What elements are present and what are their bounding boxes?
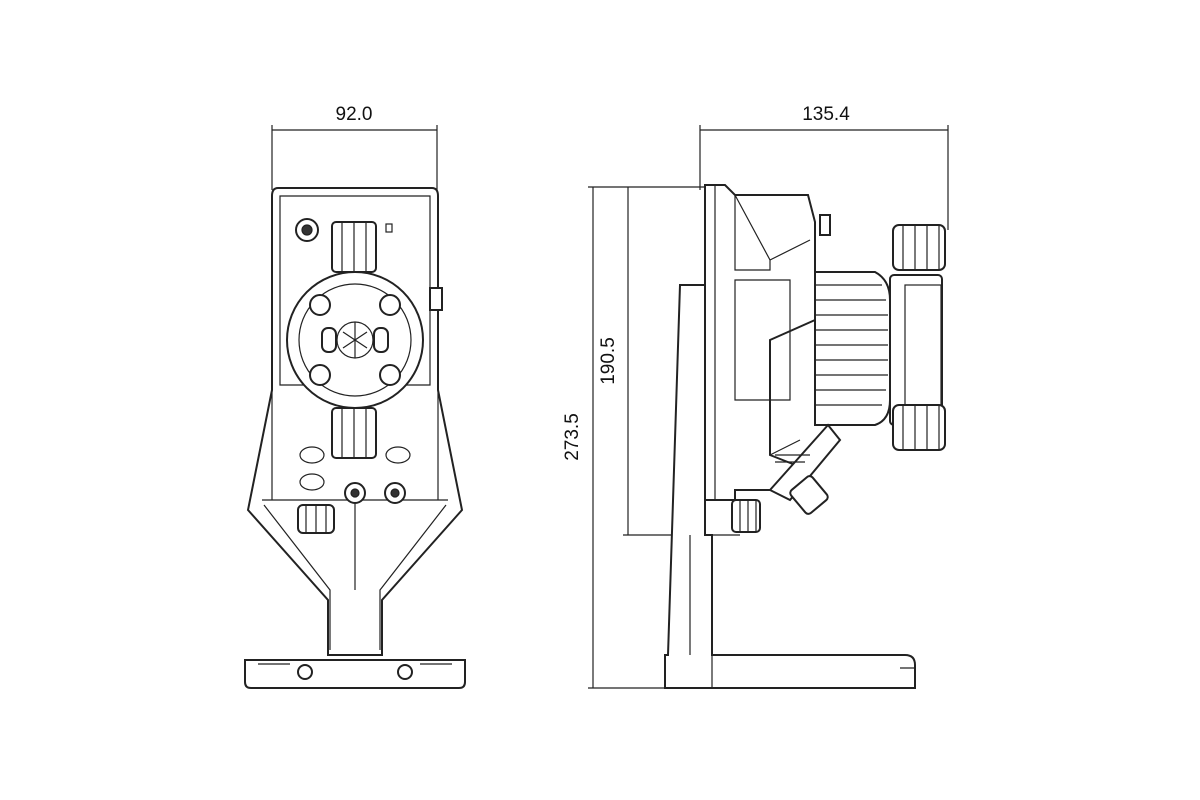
depth-dimension: 135.4 bbox=[699, 104, 949, 230]
body-height-label: 190.5 bbox=[598, 337, 619, 385]
front-view: 92.0 bbox=[244, 104, 466, 689]
width-dimension-label: 92.0 bbox=[336, 104, 373, 125]
side-view: 135.4 273.5 190.5 bbox=[562, 104, 949, 689]
total-height-label: 273.5 bbox=[562, 413, 583, 461]
pump-housing bbox=[704, 184, 816, 501]
width-dimension: 92.0 bbox=[271, 104, 438, 190]
total-height-dimension: 273.5 bbox=[562, 186, 705, 689]
depth-dimension-label: 135.4 bbox=[802, 104, 850, 125]
